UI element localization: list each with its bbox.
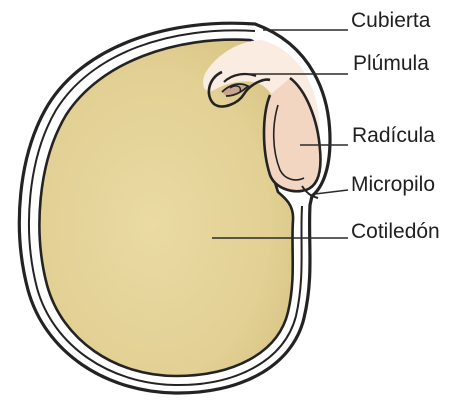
label-plumula: Plúmula [353, 52, 429, 75]
leader-micropilo [315, 190, 348, 194]
labels: Cubierta Plúmula Radícula Micropilo Coti… [351, 9, 440, 243]
label-cotiledon: Cotiledón [351, 220, 440, 243]
label-radicula: Radícula [352, 124, 435, 147]
label-micropilo: Micropilo [351, 173, 435, 196]
label-cubierta: Cubierta [351, 9, 431, 32]
